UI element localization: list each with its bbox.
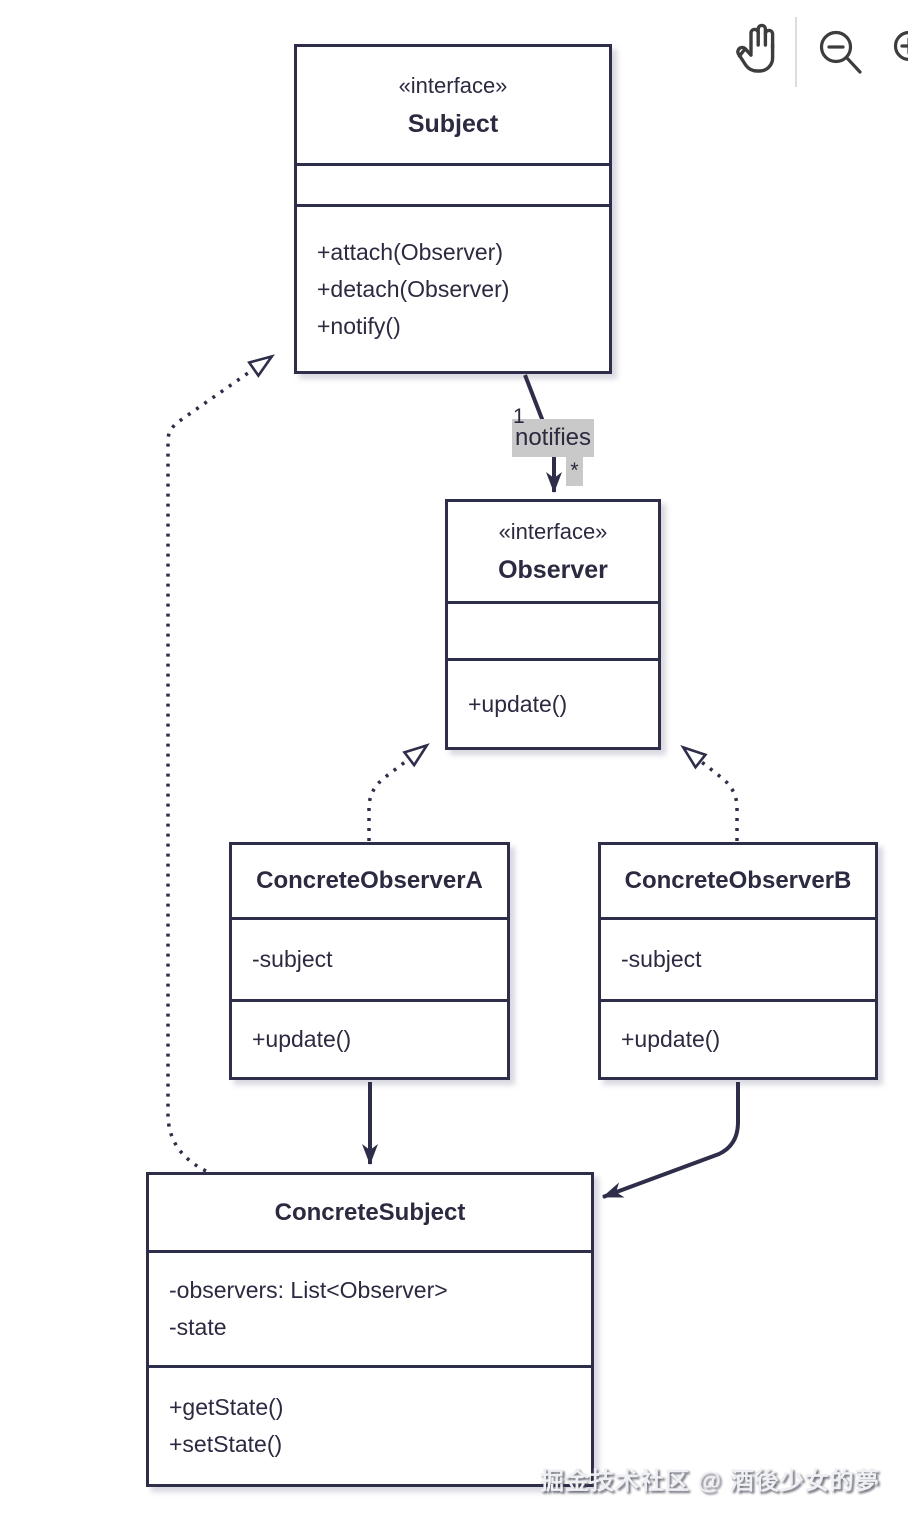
class-concrete-observer-a-header: ConcreteObserverA: [232, 845, 507, 917]
multiplicity-target: *: [566, 457, 583, 486]
class-concrete-observer-b-attributes-section: -subject: [601, 917, 875, 999]
edge-concreteobserverb-to-concretesubject: [602, 1082, 740, 1199]
class-concrete-observer-a-name: ConcreteObserverA: [256, 867, 483, 894]
class-concrete-observer-a-methods-section: +update(): [232, 999, 507, 1077]
class-concrete-observer-b-methods-section: +update(): [601, 999, 875, 1077]
attribute-state: -state: [169, 1314, 227, 1340]
method-update: +update(): [252, 1026, 352, 1052]
watermark: 掘金技术社区 @ 酒後少女的夢: [540, 1468, 880, 1495]
class-concrete-observer-b-header: ConcreteObserverB: [601, 845, 875, 917]
method-setstate: +setState(): [169, 1431, 283, 1457]
class-concrete-observer-a-attributes-section: -subject: [232, 917, 507, 999]
class-concrete-observer-a[interactable]: ConcreteObserverA -subject +update(): [229, 842, 510, 1080]
attribute-observers: -observers: List<Observer>: [169, 1277, 448, 1303]
class-concrete-observer-b-name: ConcreteObserverB: [624, 867, 852, 894]
class-observer-attributes-section: [448, 601, 658, 658]
method-getstate: +getState(): [169, 1394, 284, 1420]
class-concrete-subject-methods-section: +getState() +setState(): [149, 1365, 591, 1484]
class-observer-name: Observer: [498, 556, 608, 584]
class-concrete-subject[interactable]: ConcreteSubject -observers: List<Observe…: [146, 1172, 594, 1487]
zoom-in-icon[interactable]: [888, 27, 908, 79]
class-subject-header: «interface» Subject: [297, 47, 609, 163]
edge-concreteobserverb-realizes-observer: [680, 745, 739, 841]
class-subject-methods-section: +attach(Observer) +detach(Observer) +not…: [297, 204, 609, 371]
edge-concreteobservera-realizes-observer: [367, 743, 430, 841]
method-detach: +detach(Observer): [317, 275, 510, 302]
class-concrete-subject-name: ConcreteSubject: [274, 1198, 466, 1226]
pan-hand-icon[interactable]: [733, 18, 783, 78]
toolbar-divider: [795, 17, 797, 87]
class-subject-attributes-section: [297, 163, 609, 204]
class-subject-name: Subject: [407, 109, 499, 138]
class-observer-methods-section: +update(): [448, 658, 658, 747]
class-observer[interactable]: «interface» Observer +update(): [445, 499, 661, 750]
zoom-out-icon[interactable]: [816, 27, 866, 79]
class-concrete-subject-attributes-section: -observers: List<Observer> -state: [149, 1250, 591, 1365]
class-observer-stereotype: «interface»: [498, 519, 608, 544]
attribute-subject: -subject: [252, 946, 333, 972]
class-concrete-observer-b[interactable]: ConcreteObserverB -subject +update(): [598, 842, 878, 1080]
attribute-subject: -subject: [621, 946, 702, 972]
method-update: +update(): [468, 690, 568, 717]
class-subject-stereotype: «interface»: [398, 72, 508, 98]
class-observer-header: «interface» Observer: [448, 502, 658, 601]
class-concrete-subject-header: ConcreteSubject: [149, 1175, 591, 1250]
method-notify: +notify(): [317, 312, 401, 339]
method-attach: +attach(Observer): [317, 238, 503, 265]
class-subject[interactable]: «interface» Subject +attach(Observer) +d…: [294, 44, 612, 374]
multiplicity-source: 1: [513, 405, 525, 428]
method-update: +update(): [621, 1026, 721, 1052]
